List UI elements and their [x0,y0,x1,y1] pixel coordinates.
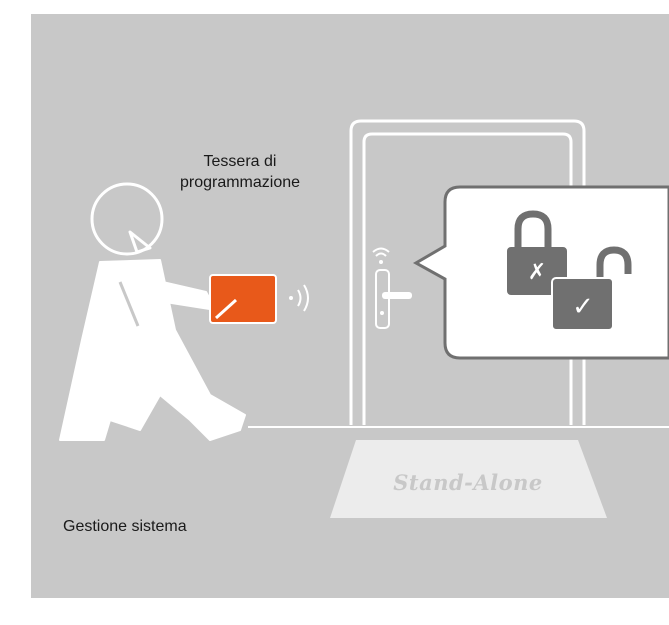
mat-label: Stand-Alone [393,470,543,495]
door-icon [349,119,586,425]
card-caption-line1: Tessera di [203,153,277,170]
lock-open-icon: ✓ [551,246,632,331]
door-handle-icon [375,269,412,329]
card-icon [209,274,277,324]
door-reader-signal-icon [372,247,390,264]
lock-open-mark: ✓ [572,292,594,322]
lock-closed-mark: ✗ [528,260,546,285]
wireless-signal-icon [289,284,309,312]
card-caption: Tessera di programmazione [160,151,320,193]
doormat: Stand-Alone [330,440,607,518]
card-caption-line2: programmazione [179,174,301,191]
system-caption: Gestione sistema [63,518,187,535]
